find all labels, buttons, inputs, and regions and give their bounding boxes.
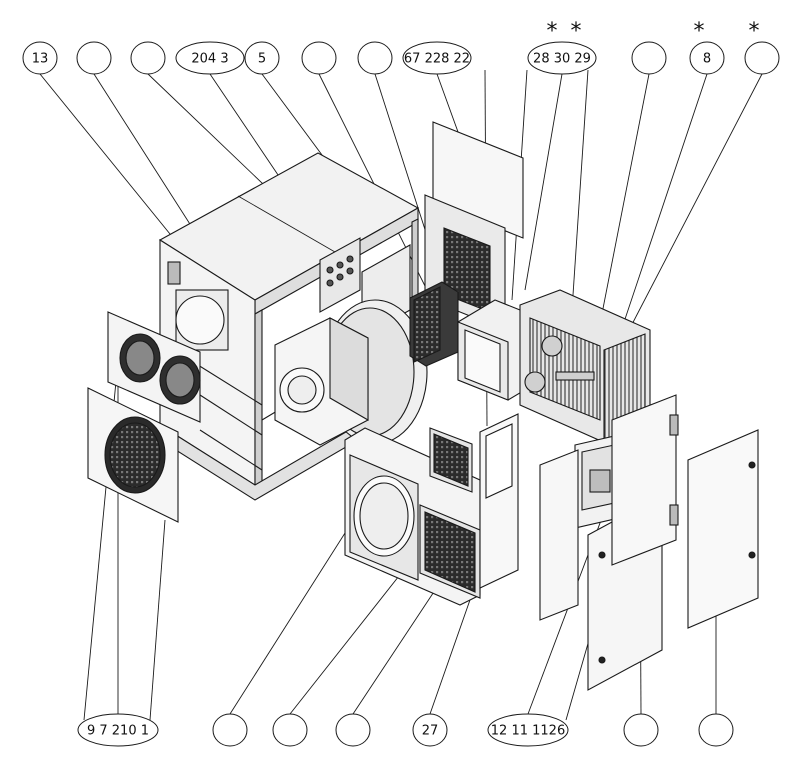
callout-top-4-label: 204 3 xyxy=(191,52,228,67)
callout-top-11-label: 8 xyxy=(703,52,711,67)
star-marker-9-1: * xyxy=(547,19,558,44)
callout-bottom-8-outline xyxy=(698,713,734,747)
front-grille xyxy=(419,504,481,599)
callout-top-8-label: 67 228 22 xyxy=(404,52,470,67)
leader-bottom-3 xyxy=(289,561,411,715)
callout-top-3 xyxy=(130,41,166,75)
callout-bottom-1-label: 9 7 210 1 xyxy=(87,724,149,739)
callout-bottom-6-outline xyxy=(487,713,569,747)
callout-bottom-8 xyxy=(698,713,734,747)
callout-top-10 xyxy=(631,41,667,75)
callout-top-9: 28 30 29 xyxy=(527,41,597,75)
callout-top-6 xyxy=(301,41,337,75)
callout-top-4: 204 3 xyxy=(175,41,245,75)
door-right xyxy=(687,429,759,629)
callout-bottom-4 xyxy=(335,713,371,747)
star-marker-9-2: * xyxy=(571,19,582,44)
callout-top-11: 8 xyxy=(689,41,725,75)
callout-top-1-outline xyxy=(22,41,58,75)
callouts-bottom: 9 7 210 1 27 12 11 1126 xyxy=(77,713,734,747)
callouts-top: 13 204 3 5 67 228 22 28 30 29 * * 8 * * xyxy=(22,19,780,75)
door-hinged xyxy=(611,394,679,566)
star-marker-12-1: * xyxy=(749,19,760,44)
callout-top-6-outline xyxy=(301,41,337,75)
callout-top-5: 5 xyxy=(244,41,280,75)
callout-bottom-1: 9 7 210 1 xyxy=(77,713,159,747)
inlet-panel-double xyxy=(107,311,201,423)
callout-top-12-outline xyxy=(744,41,780,75)
callout-top-7-outline xyxy=(357,41,393,75)
callout-bottom-5-label: 27 xyxy=(422,724,439,739)
fan-assembly xyxy=(274,299,428,446)
callout-bottom-5-outline xyxy=(412,713,448,747)
callout-top-1-label: 13 xyxy=(32,52,49,67)
callout-top-5-outline xyxy=(244,41,280,75)
callout-top-8: 67 228 22 xyxy=(402,41,472,75)
callout-top-1: 13 xyxy=(22,41,58,75)
callout-top-7 xyxy=(357,41,393,75)
callout-bottom-7-outline xyxy=(623,713,659,747)
callout-top-2 xyxy=(76,41,112,75)
leader-bottom-extra-2 xyxy=(149,519,166,721)
filter-frame xyxy=(479,413,519,589)
door-narrow xyxy=(539,449,579,621)
leader-bottom-2 xyxy=(229,499,367,715)
callout-bottom-2-outline xyxy=(212,713,248,747)
callout-top-5-label: 5 xyxy=(258,52,266,67)
callout-top-9-outline xyxy=(527,41,597,75)
leader-top-11 xyxy=(611,73,708,359)
callout-bottom-3 xyxy=(272,713,308,747)
callout-bottom-7 xyxy=(623,713,659,747)
leader-top-12 xyxy=(627,73,763,333)
callout-top-3-outline xyxy=(130,41,166,75)
inlet-panel-single xyxy=(87,387,179,523)
callout-bottom-6-label: 12 11 1126 xyxy=(491,724,565,739)
callout-bottom-4-outline xyxy=(335,713,371,747)
callout-bottom-1-outline xyxy=(77,713,159,747)
callout-top-12 xyxy=(744,41,780,75)
callout-bottom-6: 12 11 1126 xyxy=(487,713,569,747)
callout-top-11-outline xyxy=(689,41,725,75)
filter-block xyxy=(409,281,459,367)
callout-top-2-outline xyxy=(76,41,112,75)
callout-top-4-outline xyxy=(175,41,245,75)
leader-top-extra-3 xyxy=(569,69,589,341)
callout-bottom-2 xyxy=(212,713,248,747)
leader-top-9 xyxy=(524,73,563,291)
small-grille xyxy=(429,427,473,493)
callout-top-9-label: 28 30 29 xyxy=(533,52,591,67)
callout-bottom-3-outline xyxy=(272,713,308,747)
callout-bottom-5: 27 xyxy=(412,713,448,747)
coil-assembly xyxy=(519,289,651,446)
star-marker-11-1: * xyxy=(694,19,705,44)
callout-top-8-outline xyxy=(402,41,472,75)
callout-top-10-outline xyxy=(631,41,667,75)
